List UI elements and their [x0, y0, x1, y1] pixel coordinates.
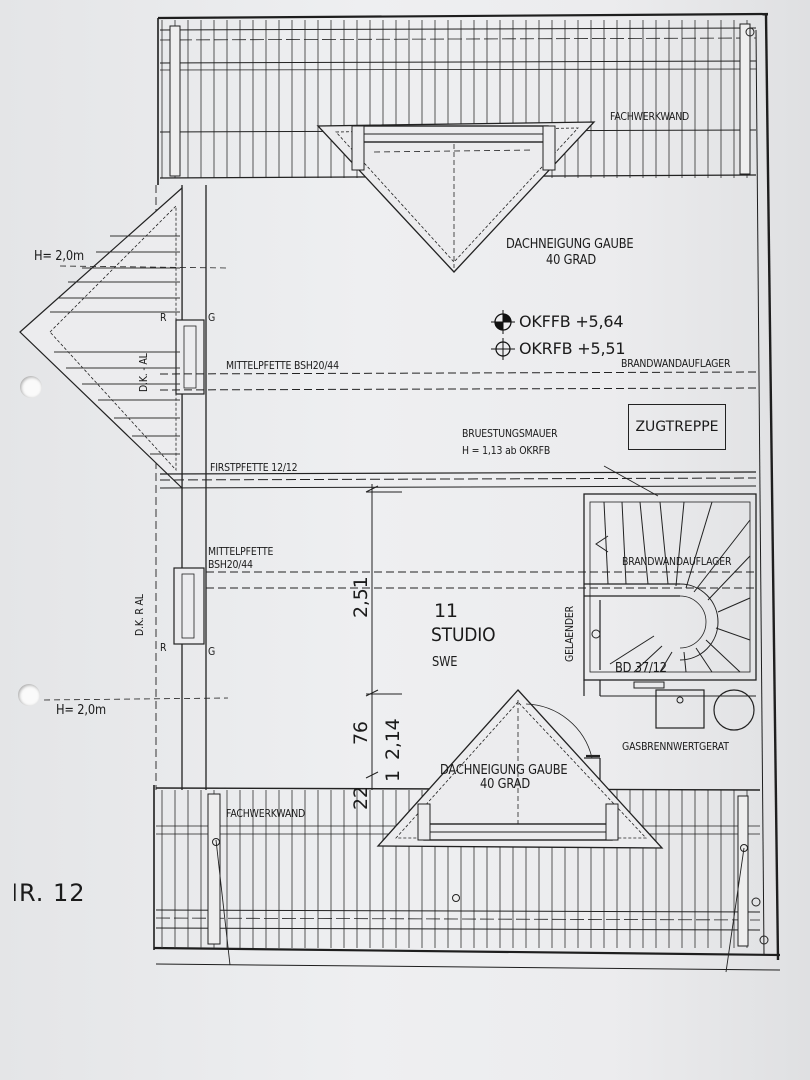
dormer-bottom: [376, 689, 664, 849]
boiler-room: [583, 680, 756, 800]
label-mittelpfette-left-line2: BSH20/44: [208, 558, 253, 571]
label-gaube-top-line2: 40 GRAD: [546, 253, 596, 268]
label-gaube-bottom-line2: 40 GRAD: [480, 777, 530, 792]
label-dk-top: D.K. - AL: [137, 353, 150, 392]
label-brandwand-top: BRANDWANDAUFLAGER: [621, 357, 731, 370]
label-gas-boiler: GASBRENNWERTGERAT: [622, 740, 729, 753]
label-h-bottom: H= 2,0m: [56, 703, 106, 718]
level-markers: [491, 310, 515, 360]
punch-hole-top: [20, 376, 42, 398]
label-bruestung-line2: H = 1,13 ab OKRFB: [462, 444, 551, 457]
label-mittelpfette-left-line1: MITTELPFETTE: [208, 545, 274, 558]
label-brandwand-stair: BRANDWANDAUFLAGER: [622, 555, 732, 568]
label-mittelpfette-top: MITTELPFETTE BSH20/44: [226, 359, 339, 372]
outer-walls: [153, 12, 781, 971]
label-h-top: H= 2,0m: [34, 249, 84, 264]
label-gelaender: GELAENDER: [563, 606, 576, 662]
mark-g-bottom: G: [208, 645, 216, 658]
corner-markers: [212, 27, 769, 945]
label-bruestung-line1: BRUESTUNGSMAUER: [462, 427, 558, 440]
dormer-top: [316, 121, 596, 273]
label-gaube-bottom-line1: DACHNEIGUNG GAUBE: [440, 763, 568, 778]
dimension-2-14: 2,14: [382, 718, 404, 760]
label-zugtreppe: ZUGTREPPE: [635, 419, 719, 435]
dimension-22: 22: [350, 786, 372, 810]
punch-hole-bottom: [18, 684, 40, 706]
room-sub: SWE: [432, 655, 458, 670]
dimension-2-51: 2,51: [350, 576, 372, 618]
room-number: 11: [434, 600, 458, 622]
dimension-line: [365, 484, 402, 790]
dimension-76: 76: [350, 721, 372, 745]
level-okrfb: OKRFB +5,51: [519, 339, 626, 358]
label-fachwerkwand-top: FACHWERKWAND: [610, 110, 690, 123]
label-firstpfette: FIRSTPFETTE 12/12: [210, 461, 298, 474]
mark-g-top: G: [208, 311, 216, 324]
mark-r-top: R: [160, 311, 167, 324]
label-stair-spec: BD 37/12: [615, 661, 667, 676]
mark-r-bottom: R: [160, 641, 167, 654]
level-okffb: OKFFB +5,64: [519, 312, 624, 331]
zugtreppe-box: ZUGTREPPE: [628, 404, 726, 450]
room-name: STUDIO: [431, 624, 496, 646]
sheet-number: NR. 12: [0, 879, 86, 907]
label-fachwerkwand-bottom: FACHWERKWAND: [226, 807, 306, 820]
label-dk-bottom: D.K. R AL: [133, 594, 146, 636]
left-roof-rafters: [50, 235, 180, 455]
staircase: [583, 465, 757, 681]
dimension-1: 1: [382, 770, 404, 782]
label-gaube-top-line1: DACHNEIGUNG GAUBE: [506, 237, 634, 252]
purlin-lines: [159, 371, 757, 589]
